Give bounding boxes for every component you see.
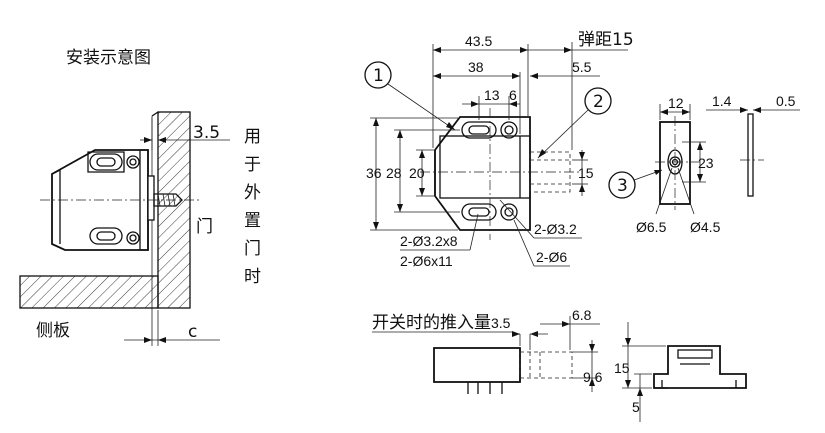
callout-2-circle [584,87,612,115]
hole-notes: 2-Ø3.2x8 2-Ø6x11 2-Ø3.2 2-Ø6 [400,199,582,269]
dim-0-5-label: 0.5 [776,93,796,109]
note-char-1: 用 [244,127,261,147]
hole-note-1: 2-Ø3.2x8 [400,233,458,249]
dim-spring-label: 弹距15 [578,30,634,50]
vertical-note: 用 于 外 置 门 时 [244,127,261,287]
callout-3-circle [608,171,636,199]
dim-c-label: c [188,322,197,342]
dim-c: c [124,310,220,346]
side-panel [19,275,159,309]
note-char-5: 门 [244,239,261,259]
dim-5-label: 5 [632,399,640,415]
dim-9-6-label: 9.6 [583,369,603,385]
dim-5-5: 5.5 [530,59,600,79]
dim-15-plate: 15 [614,322,666,389]
plate-view: 3 12 23 Ø6.5 Ø4.5 [608,93,800,235]
catch-body-side [40,149,200,251]
push-title: 开关时的推入量3.5 [372,313,511,333]
front-view: 1 2 43.5 38 弹距1 [364,30,634,269]
installation-title: 安装示意图 [66,48,151,68]
dim-9-6: 9.6 [572,340,603,392]
push-plate-profile [653,345,747,389]
dim-15-plunger-label: 15 [578,165,594,181]
note-char-2: 于 [244,155,261,175]
callout-1-circle [364,61,392,89]
note-char-3: 外 [244,183,261,203]
door-board [157,111,191,309]
dim-38-label: 38 [468,59,484,75]
dim-1-4-label: 1.4 [712,93,732,109]
dim-15-plunger: 15 [572,150,594,196]
dim-12-label: 12 [668,95,684,111]
door-label: 门 [196,217,213,237]
dim-23: 23 [682,141,714,183]
dim-43-5-label: 43.5 [465,33,492,49]
push-view: 开关时的推入量3.5 6.8 [372,307,747,422]
note-char-6: 时 [244,267,261,287]
dim-6-label: 6 [509,87,517,103]
dim-20: 20 [409,149,434,197]
hole-note-4: 2-Ø6 [536,249,567,265]
dim-5: 5 [632,373,652,422]
dim-36: 36 [366,117,458,231]
dim-6-5-label: Ø6.5 [636,219,667,235]
dim-38: 38 [433,59,521,134]
callout-1-label: 1 [373,66,384,86]
dim-hole-diameters: Ø6.5 Ø4.5 [636,167,721,235]
dim-43-5: 43.5 [432,33,529,148]
callout-2-label: 2 [593,92,604,112]
hole-note-3: 2-Ø3.2 [534,221,577,237]
push-body [433,347,521,383]
dim-36-label: 36 [366,165,382,181]
hole-note-2: 2-Ø6x11 [400,253,453,269]
callout-3-label: 3 [617,176,628,196]
dim-13-label: 13 [484,87,500,103]
dim-6-8: 6.8 [540,307,600,350]
dim-3-5: 3.5 [140,118,230,150]
dim-15-plate-label: 15 [614,360,630,376]
dim-3-5-label: 3.5 [193,123,220,143]
dim-20-label: 20 [409,165,425,181]
dim-12: 12 [659,95,691,120]
dim-28: 28 [386,129,460,213]
dim-4-5-label: Ø4.5 [690,219,721,235]
dim-1-4-0-5: 1.4 0.5 [706,93,800,113]
installation-view: 安装示意图 [19,48,261,346]
note-char-4: 置 [244,211,261,231]
dim-5-5-label: 5.5 [572,59,592,75]
dim-spring: 弹距15 [528,30,634,150]
dim-6-8-label: 6.8 [572,307,592,323]
side-panel-label: 侧板 [36,321,70,341]
dim-13-6: 13 6 [462,87,520,120]
plate-profile [747,113,754,197]
dim-23-label: 23 [698,155,714,171]
dim-28-label: 28 [386,165,402,181]
